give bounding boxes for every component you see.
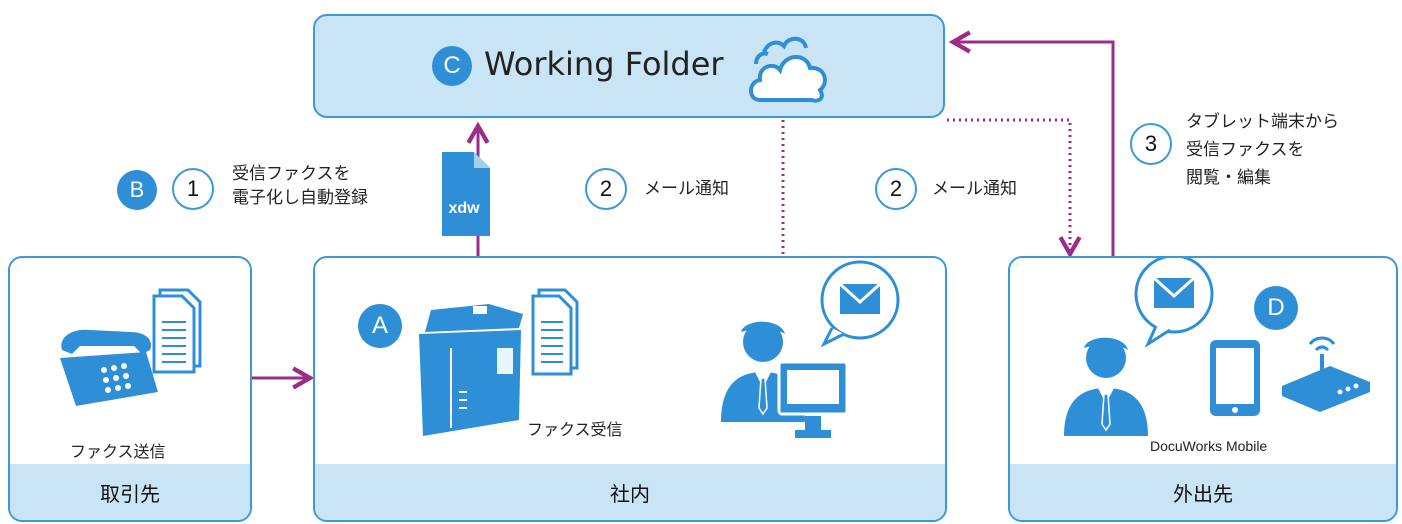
office-caption: ファクス受信 — [527, 420, 623, 439]
arrow-outside-to-cloud — [948, 30, 1115, 256]
office-label: 社内 — [315, 464, 945, 520]
notify-2-number: 2 — [875, 168, 917, 210]
router-icon — [1282, 336, 1370, 412]
mail-icon — [820, 260, 900, 348]
fax-machine-icon — [60, 288, 202, 406]
client-caption: ファクス送信 — [70, 442, 166, 461]
badge-b: B — [117, 170, 157, 210]
working-folder-box — [313, 14, 945, 118]
notify-1-number: 2 — [585, 168, 627, 210]
notify-1-text: メール通知 — [644, 179, 729, 199]
mail-icon — [1134, 258, 1214, 348]
tablet-icon — [1210, 340, 1260, 416]
multifunction-printer-icon — [419, 288, 579, 436]
office-panel: A ファクス受信 — [313, 256, 947, 522]
step-3-line1: タブレット端末から — [1186, 112, 1339, 132]
document-icon — [152, 288, 202, 374]
step-1-line2: 電子化し自動登録 — [232, 188, 368, 208]
badge-d: D — [1254, 286, 1298, 330]
monitor-icon — [777, 360, 849, 438]
step-1-number: 1 — [172, 168, 214, 210]
client-label: 取引先 — [10, 464, 250, 520]
notify-2-text: メール通知 — [932, 179, 1017, 199]
outside-label: 外出先 — [1010, 464, 1396, 520]
badge-a: A — [358, 304, 402, 348]
outside-caption: DocuWorks Mobile — [1150, 438, 1268, 454]
document-icon — [531, 288, 579, 376]
outside-panel: D DocuWorks Mobile 外出先 — [1008, 256, 1398, 522]
step-3-number: 3 — [1130, 123, 1172, 165]
xdw-ext-label: xdw — [448, 200, 480, 217]
working-folder-title: Working Folder — [484, 45, 724, 83]
step-3-line3: 閲覧・編集 — [1186, 168, 1271, 188]
step-3-text: タブレット端末から 受信ファクスを 閲覧・編集 — [1186, 108, 1339, 192]
person-icon — [1064, 337, 1148, 436]
step-3-line2: 受信ファクスを — [1186, 140, 1305, 160]
cloud-icon — [749, 36, 827, 103]
badge-c: C — [432, 46, 472, 86]
step-1-text: 受信ファクスを 電子化し自動登録 — [232, 162, 368, 210]
xdw-file-icon: xdw — [440, 150, 492, 238]
step-1-line1: 受信ファクスを — [232, 164, 351, 184]
client-panel: ファクス送信 取引先 — [8, 256, 252, 522]
